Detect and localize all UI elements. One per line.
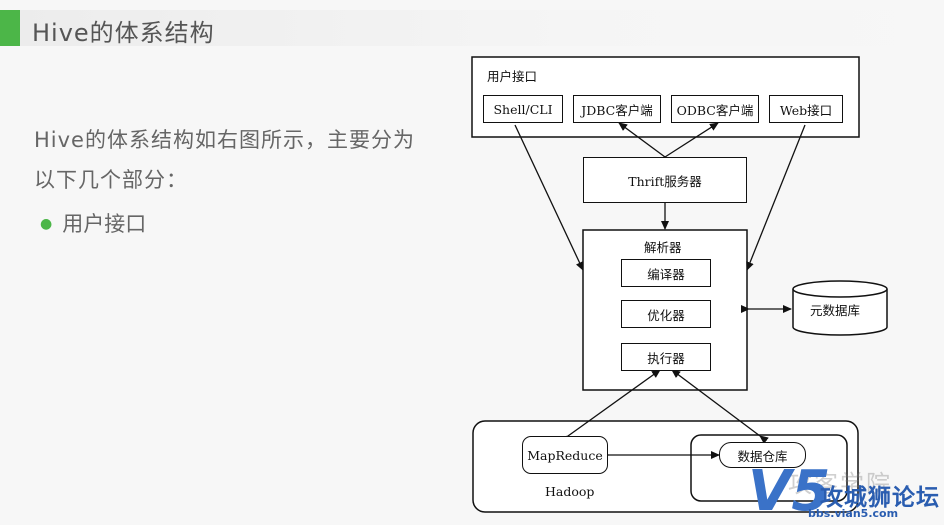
intro-line-2: 以下几个部分： [34, 168, 188, 192]
executor-box: 执行器 [621, 343, 711, 371]
watermark-v5-mark: V5 [748, 459, 831, 524]
client-jdbc: JDBC客户端 [573, 95, 661, 123]
watermark-main-text: 攻城狮论坛 [820, 485, 940, 511]
watermark-faint-text: 攻客学院 [788, 470, 892, 498]
hadoop-label: Hadoop [545, 484, 595, 499]
arrow-cli-parser [514, 124, 584, 271]
arrow-executor-mapreduce [559, 369, 661, 444]
watermark-url: bbs.vian5.com [808, 507, 899, 520]
client-shell-cli: Shell/CLI [483, 95, 563, 123]
slide-title-bar: Hive的体系结构 [0, 10, 944, 47]
metastore-cylinder [792, 289, 888, 336]
optimizer-box: 优化器 [621, 300, 711, 328]
arrow-executor-warehouse [671, 369, 769, 444]
parser-label: 解析器 [644, 240, 682, 255]
intro-line-1: Hive的体系结构如右图所示，主要分为 [34, 128, 415, 152]
mapreduce-box: MapReduce [522, 436, 608, 474]
bullet-dot-icon: ● [40, 216, 53, 232]
metastore-top [792, 280, 888, 298]
watermark-logo: 攻客学院 V5 攻城狮论坛 bbs.vian5.com [748, 462, 944, 525]
thrift-server: Thrift服务器 [583, 157, 747, 203]
bullet-text: 用户接口 [62, 212, 147, 236]
compiler-box: 编译器 [621, 259, 711, 287]
client-web: Web接口 [769, 95, 843, 123]
client-odbc: ODBC客户端 [671, 95, 759, 123]
arrow-web-parser [746, 124, 806, 271]
title-accent-block [0, 10, 20, 46]
arrow-odbc-thrift [656, 122, 719, 165]
warehouse-box: 数据仓库 [719, 442, 806, 468]
bullet-item: ● 用户接口 [40, 208, 146, 238]
intro-text: Hive的体系结构如右图所示，主要分为 以下几个部分： [34, 120, 454, 200]
metastore-label: 元数据库 [810, 303, 861, 318]
slide-title: Hive的体系结构 [32, 19, 215, 47]
user-interface-label: 用户接口 [487, 69, 538, 84]
